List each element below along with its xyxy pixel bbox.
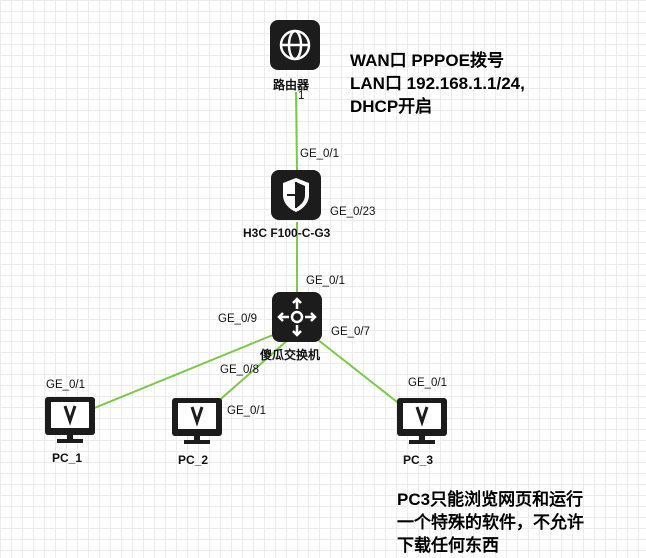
firewall-node[interactable] (271, 170, 321, 220)
firewall-port-side: GE_0/23 (330, 206, 376, 218)
switch-port-pc2: GE_0/8 (220, 364, 259, 376)
switch-port-up: GE_0/1 (306, 275, 345, 287)
switch-node[interactable] (272, 292, 322, 342)
shield-icon (283, 178, 309, 212)
switch-arrows-icon (277, 297, 317, 337)
switch-port-pc3: GE_0/7 (331, 326, 370, 338)
pc2-node[interactable] (172, 398, 222, 444)
router-note-line-2: LAN口 192.168.1.1/24, (350, 74, 525, 93)
pc3-node[interactable] (397, 398, 447, 444)
pc1-port: GE_0/1 (46, 379, 85, 391)
router-node[interactable] (270, 20, 320, 70)
pc1-node[interactable] (45, 397, 95, 443)
monitor-icon (45, 397, 95, 443)
pc2-label: PC_2 (178, 453, 209, 467)
globe-icon (279, 29, 311, 61)
monitor-icon (397, 398, 447, 444)
monitor-icon (172, 398, 222, 444)
router-label: 路由器 (273, 78, 310, 92)
router-note: WAN口 PPPOE拨号 LAN口 192.168.1.1/24, DHCP开启 (350, 49, 525, 118)
router-port-number: 1 (298, 90, 305, 102)
router-note-line-3: DHCP开启 (350, 97, 433, 116)
firewall-port-up: GE_0/1 (300, 148, 339, 160)
router-note-line-1: WAN口 PPPOE拨号 (350, 51, 504, 70)
link-switch-pc1 (69, 329, 286, 419)
switch-label: 傻瓜交换机 (260, 348, 321, 362)
pc3-note-line-2: 一个特殊的软件，不允许 (397, 513, 584, 532)
pc3-note-line-3: 下载任何东西 (397, 536, 499, 555)
pc3-label: PC_3 (403, 453, 434, 467)
pc1-label: PC_1 (52, 451, 83, 465)
pc3-port: GE_0/1 (408, 377, 447, 389)
link-router-firewall (295, 91, 298, 173)
firewall-label: H3C F100-C-G3 (243, 226, 331, 240)
pc3-note-line-1: PC3只能浏览网页和运行 (397, 490, 584, 509)
pc3-note: PC3只能浏览网页和运行 一个特殊的软件，不允许 下载任何东西 (397, 488, 584, 557)
pc2-port: GE_0/1 (227, 405, 266, 417)
switch-port-pc1: GE_0/9 (218, 313, 257, 325)
